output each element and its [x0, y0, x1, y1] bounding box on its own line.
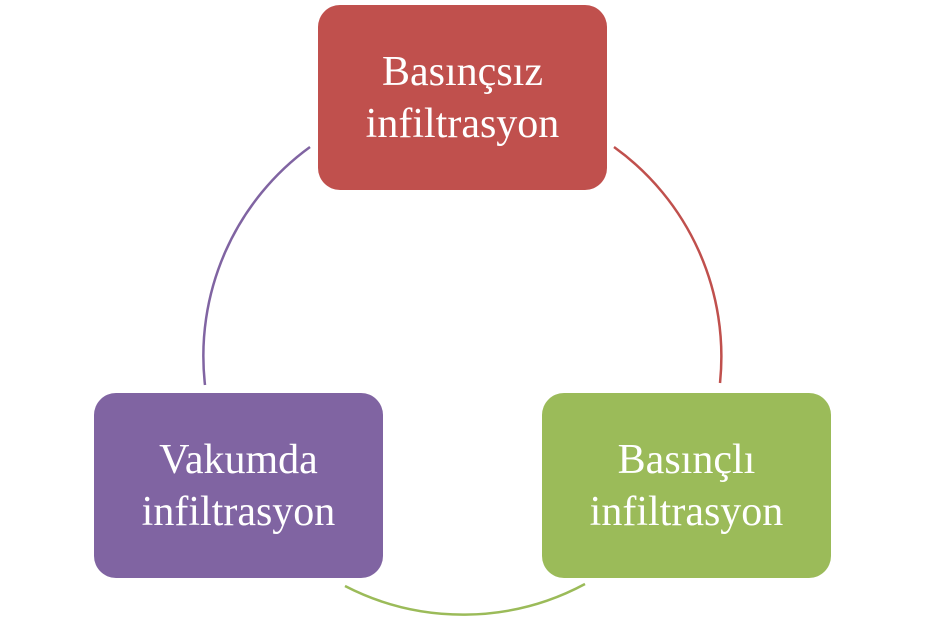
arc-top-to-right [613, 145, 723, 384]
node-label-line2: infiltrasyon [141, 488, 336, 535]
arc-right-to-left [344, 582, 586, 616]
node-label-line2: infiltrasyon [589, 488, 784, 535]
node-label-line1: Vakumda [159, 436, 318, 483]
node-vakumda-infiltrasyon: Vakumda infiltrasyon [94, 393, 383, 578]
node-label-line1: Basınçlı [617, 436, 756, 483]
node-label-line1: Basınçsız [382, 48, 543, 95]
node-label-line2: infiltrasyon [365, 100, 560, 147]
node-basincli-infiltrasyon: Basınçlı infiltrasyon [542, 393, 831, 578]
node-basincsiz-infiltrasyon: Basınçsız infiltrasyon [318, 5, 607, 190]
arc-left-to-top [202, 145, 311, 386]
